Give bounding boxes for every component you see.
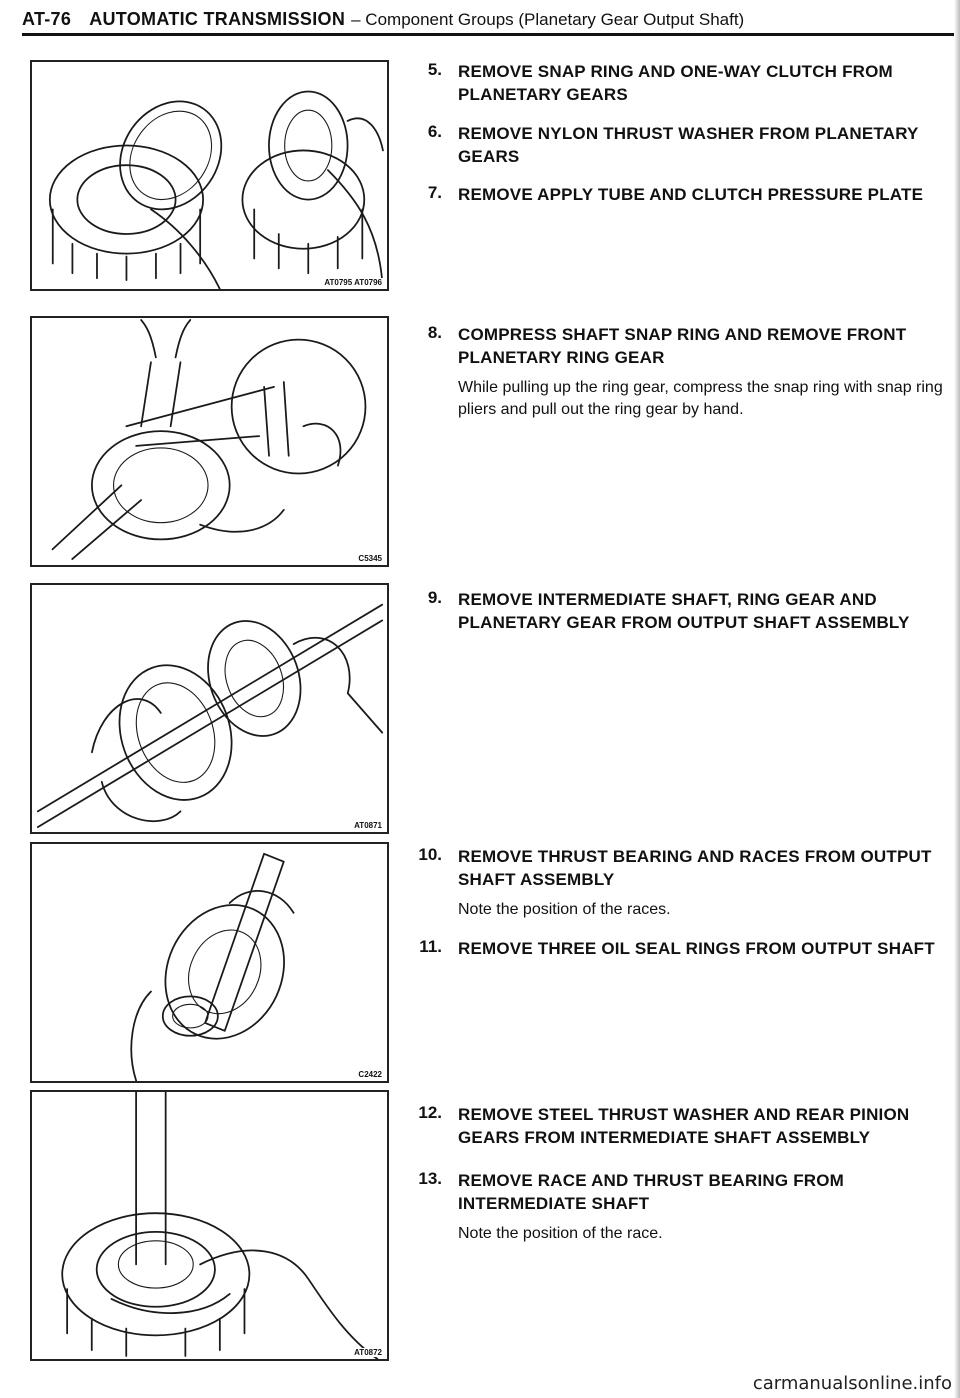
watermark: carmanualsonline.info	[752, 1373, 952, 1394]
step-title: REMOVE INTERMEDIATE SHAFT, RING GEAR AND…	[458, 590, 910, 632]
step-title: REMOVE THRUST BEARING AND RACES FROM OUT…	[458, 847, 932, 889]
page-edge-shadow	[954, 0, 960, 1398]
thrust-bearing-illustration	[130, 852, 295, 1081]
step-number: 9.	[427, 588, 442, 607]
figure-code: C2422	[356, 1070, 384, 1079]
step-13: 13. REMOVE RACE AND THRUST BEARING FROM …	[396, 1169, 956, 1245]
step-title: REMOVE STEEL THRUST WASHER AND REAR PINI…	[458, 1105, 910, 1147]
step-note: While pulling up the ring gear, compress…	[458, 379, 943, 418]
ring-gear-removal-illustration	[36, 603, 384, 828]
step-number: 10.	[418, 845, 442, 864]
step-note: Note the position of the race.	[458, 1225, 663, 1242]
figure-2: C5345	[30, 316, 389, 567]
section-title: AUTOMATIC TRANSMISSION	[89, 9, 346, 29]
step-title: REMOVE SNAP RING AND ONE-WAY CLUTCH FROM…	[458, 62, 893, 104]
step-title: REMOVE RACE AND THRUST BEARING FROM INTE…	[458, 1171, 845, 1213]
step-8: 8. COMPRESS SHAFT SNAP RING AND REMOVE F…	[396, 323, 956, 421]
step-title: REMOVE NYLON THRUST WASHER FROM PLANETAR…	[458, 124, 919, 166]
snap-ring-pliers-illustration	[51, 319, 367, 560]
section-subtitle: – Component Groups (Planetary Gear Outpu…	[351, 10, 745, 29]
step-number: 13.	[418, 1169, 442, 1188]
step-number: 5.	[427, 60, 442, 79]
figure-code: AT0871	[352, 821, 384, 830]
figure-1: AT0795 AT0796	[30, 60, 389, 291]
step-title: COMPRESS SHAFT SNAP RING AND REMOVE FRON…	[458, 325, 907, 367]
step-number: 11.	[419, 937, 442, 956]
figure-3: AT0871	[30, 583, 389, 834]
step-10: 10. REMOVE THRUST BEARING AND RACES FROM…	[396, 845, 956, 921]
figure-code: C5345	[356, 554, 384, 563]
step-number: 7.	[427, 183, 442, 202]
snap-ring-one-way-clutch-illustration	[48, 90, 384, 289]
step-number: 8.	[427, 323, 442, 342]
step-11: 11. REMOVE THREE OIL SEAL RINGS FROM OUT…	[396, 937, 956, 960]
page-number: AT-76	[22, 9, 72, 29]
intermediate-shaft-race-illustration	[61, 1092, 379, 1359]
figure-5: AT0872	[30, 1090, 389, 1361]
step-6: 6. REMOVE NYLON THRUST WASHER FROM PLANE…	[396, 122, 956, 168]
step-number: 12.	[418, 1103, 442, 1122]
step-12: 12. REMOVE STEEL THRUST WASHER AND REAR …	[396, 1103, 956, 1149]
figure-code: AT0872	[352, 1348, 384, 1357]
step-note: Note the position of the races.	[458, 901, 671, 918]
step-9: 9. REMOVE INTERMEDIATE SHAFT, RING GEAR …	[396, 588, 956, 634]
step-7: 7. REMOVE APPLY TUBE AND CLUTCH PRESSURE…	[396, 183, 956, 206]
step-number: 6.	[427, 122, 442, 141]
figure-code: AT0795 AT0796	[322, 278, 384, 287]
page-header: AT-76 AUTOMATIC TRANSMISSION – Component…	[22, 4, 954, 36]
step-5: 5. REMOVE SNAP RING AND ONE-WAY CLUTCH F…	[396, 60, 956, 106]
figure-4: C2422	[30, 842, 389, 1083]
step-title: REMOVE APPLY TUBE AND CLUTCH PRESSURE PL…	[458, 185, 924, 204]
step-title: REMOVE THREE OIL SEAL RINGS FROM OUTPUT …	[458, 939, 935, 958]
